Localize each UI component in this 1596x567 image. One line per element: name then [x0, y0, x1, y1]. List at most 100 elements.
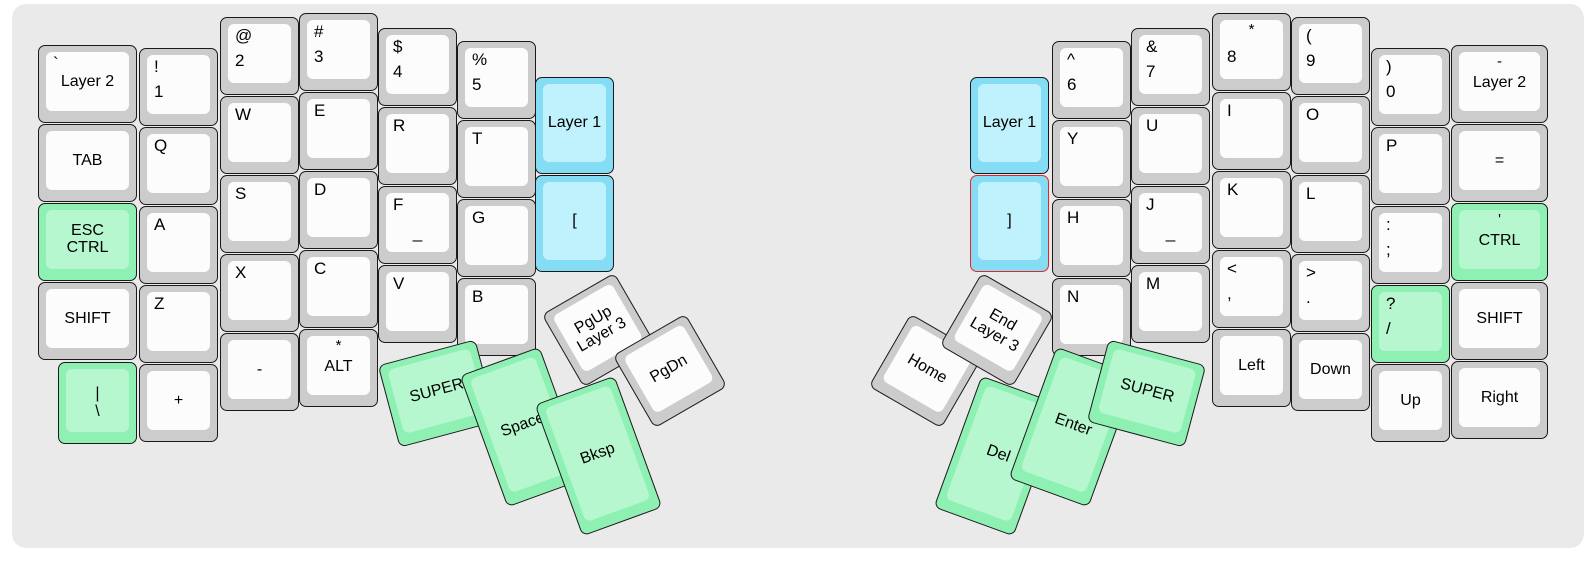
key-p[interactable]: P: [1371, 127, 1450, 205]
key-x[interactable]: X: [220, 254, 299, 332]
key-right[interactable]: Right: [1451, 361, 1548, 439]
key-legend-shifted: V: [393, 274, 405, 293]
key-legend-shifted: Y: [1067, 129, 1079, 148]
key-legend-shifted: #: [314, 22, 324, 41]
key-legend-center: [: [572, 212, 577, 230]
key-slash[interactable]: ?/: [1371, 285, 1450, 363]
key-down[interactable]: Down: [1291, 333, 1370, 411]
key-legend-center: Down: [1310, 360, 1351, 378]
keycap: E: [307, 99, 370, 158]
key-2[interactable]: @2: [220, 17, 299, 95]
key-legend-base: .: [1306, 288, 1311, 307]
keycap: Y: [1060, 127, 1123, 186]
key-7[interactable]: &7: [1131, 28, 1210, 106]
key-m[interactable]: M: [1131, 265, 1210, 343]
key-layer1-right[interactable]: Layer 1: [970, 77, 1049, 174]
key-pipe-backslash[interactable]: |\: [58, 362, 137, 444]
key-legend-shifted: >: [1306, 263, 1316, 282]
key-alt[interactable]: *ALT: [299, 329, 378, 407]
key-g[interactable]: G: [457, 199, 536, 277]
key-legend-shifted: T: [472, 129, 483, 148]
keycap: *8: [1220, 20, 1283, 79]
keycap: O: [1299, 103, 1362, 162]
key-up[interactable]: Up: [1371, 364, 1450, 442]
homing-bar: _: [1165, 223, 1176, 242]
key-w[interactable]: W: [220, 96, 299, 174]
key-legend-center: SHIFT: [1476, 309, 1523, 327]
keycap: <,: [1220, 257, 1283, 316]
keycap: )0: [1379, 55, 1442, 114]
key-a[interactable]: A: [139, 206, 218, 284]
keycap: :;: [1379, 213, 1442, 272]
key-l[interactable]: L: [1291, 175, 1370, 253]
key-r[interactable]: R: [378, 107, 457, 185]
key-h[interactable]: H: [1052, 199, 1131, 277]
key-j[interactable]: J_: [1131, 186, 1210, 264]
key-period[interactable]: >.: [1291, 254, 1370, 332]
key-legend-center: SHIFT: [64, 309, 111, 327]
key-c[interactable]: C: [299, 250, 378, 328]
key-f[interactable]: F_: [378, 186, 457, 264]
key-s[interactable]: S: [220, 175, 299, 253]
key-legend-base: 9: [1306, 51, 1316, 70]
key-grave-layer2[interactable]: `Layer 2: [38, 45, 137, 123]
key-minus-left[interactable]: -: [220, 333, 299, 411]
key-legend-shifted: @: [235, 26, 253, 45]
key-i[interactable]: I: [1212, 92, 1291, 170]
key-semicolon[interactable]: :;: [1371, 206, 1450, 284]
key-t[interactable]: T: [457, 120, 536, 198]
key-5[interactable]: %5: [457, 41, 536, 119]
key-minus-layer2[interactable]: -Layer 2: [1451, 45, 1548, 123]
key-legend-shifted: K: [1227, 180, 1239, 199]
key-shift-right[interactable]: SHIFT: [1451, 282, 1548, 360]
keycap: |\: [66, 369, 129, 432]
key-9[interactable]: (9: [1291, 17, 1370, 95]
key-comma[interactable]: <,: [1212, 250, 1291, 328]
key-plus[interactable]: +: [139, 364, 218, 442]
key-6[interactable]: ^6: [1052, 41, 1131, 119]
key-shift-left[interactable]: SHIFT: [38, 282, 137, 360]
key-o[interactable]: O: [1291, 96, 1370, 174]
key-quote-ctrl[interactable]: 'CTRL: [1451, 203, 1548, 281]
key-bracket-left[interactable]: [: [535, 175, 614, 272]
key-k[interactable]: K: [1212, 171, 1291, 249]
key-tab[interactable]: TAB: [38, 124, 137, 202]
key-3[interactable]: #3: [299, 13, 378, 91]
keycap: @2: [228, 24, 291, 83]
keycap: P: [1379, 134, 1442, 193]
key-legend-base: 7: [1146, 62, 1156, 81]
key-legend-shifted: X: [235, 263, 247, 282]
key-legend-center: ALT: [324, 357, 353, 375]
key-bracket-right[interactable]: ]: [970, 175, 1049, 272]
key-layer1-left[interactable]: Layer 1: [535, 77, 614, 174]
key-y[interactable]: Y: [1052, 120, 1131, 198]
key-q[interactable]: Q: [139, 127, 218, 205]
key-4[interactable]: $4: [378, 28, 457, 106]
key-legend-shifted: Z: [154, 294, 165, 313]
key-v[interactable]: V: [378, 265, 457, 343]
key-0[interactable]: )0: [1371, 48, 1450, 126]
keycap: Q: [147, 134, 210, 193]
keycap: H: [1060, 206, 1123, 265]
key-left[interactable]: Left: [1212, 329, 1291, 407]
key-u[interactable]: U: [1131, 107, 1210, 185]
keycap: M: [1139, 272, 1202, 331]
keycap: U: [1139, 114, 1202, 173]
key-legend-shifted: $: [393, 37, 403, 56]
key-e[interactable]: E: [299, 92, 378, 170]
keycap: A: [147, 213, 210, 272]
keycap: ]: [978, 182, 1041, 260]
key-z[interactable]: Z: [139, 285, 218, 363]
key-d[interactable]: D: [299, 171, 378, 249]
key-equal[interactable]: =: [1451, 124, 1548, 202]
keycap: +: [147, 371, 210, 430]
keycap: #3: [307, 20, 370, 79]
keycap: T: [465, 127, 528, 186]
key-legend-base: 8: [1227, 47, 1237, 66]
key-legend-shifted: I: [1227, 101, 1232, 120]
key-1[interactable]: !1: [139, 48, 218, 126]
key-8[interactable]: *8: [1212, 13, 1291, 91]
key-legend-shifted: U: [1146, 116, 1159, 135]
